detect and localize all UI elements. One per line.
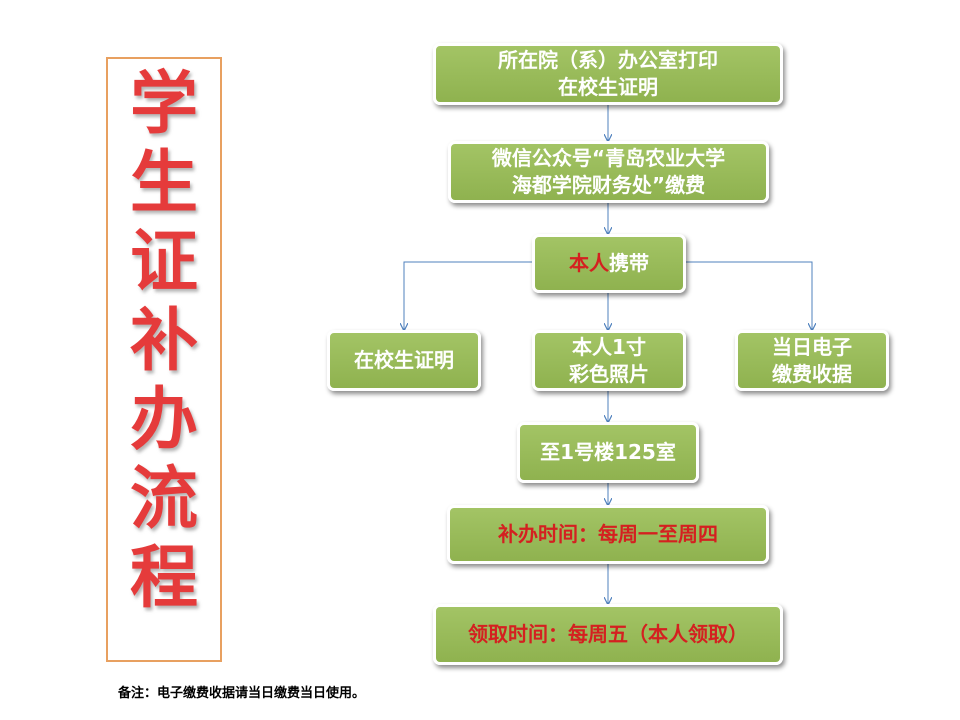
step-room: 至1号楼125室 — [517, 422, 699, 483]
title-char: 生 — [129, 143, 198, 223]
step-line: 在校生证明 — [354, 348, 454, 372]
step-line: 补办时间：每周一至周四 — [498, 522, 718, 546]
step-line: 彩色照片 — [569, 361, 649, 386]
highlight-self: 本人 — [569, 251, 609, 275]
step-line: 本人1寸 — [572, 334, 646, 359]
connector-bring-to-proof — [404, 261, 532, 330]
step-wechat-pay: 微信公众号“青岛农业大学 海都学院财务处”缴费 — [448, 141, 769, 203]
step-print-proof: 所在院（系）办公室打印 在校生证明 — [433, 43, 783, 105]
step-item-photo: 本人1寸 彩色照片 — [532, 330, 686, 391]
step-line: 缴费收据 — [772, 361, 852, 386]
step-line: 领取时间：每周五（本人领取） — [468, 622, 748, 646]
step-item-receipt: 当日电子 缴费收据 — [735, 330, 889, 391]
step-line: 至1号楼125室 — [540, 440, 676, 464]
step-pickup-time: 领取时间：每周五（本人领取） — [433, 604, 783, 665]
step-reissue-time: 补办时间：每周一至周四 — [447, 505, 769, 564]
page-title: 学 生 证 补 办 流 程 — [108, 65, 220, 618]
step-line: 当日电子 — [772, 334, 852, 359]
bring-rest: 携带 — [609, 251, 649, 275]
title-char: 办 — [129, 380, 198, 460]
step-bring: 本人携带 — [532, 234, 686, 293]
title-char: 补 — [129, 301, 198, 381]
step-line: 在校生证明 — [558, 75, 658, 99]
title-char: 流 — [129, 459, 198, 539]
step-line: 本人携带 — [569, 250, 649, 277]
step-line: 微信公众号“青岛农业大学 — [491, 146, 726, 170]
title-frame: 学 生 证 补 办 流 程 — [106, 57, 222, 662]
connector-bring-to-receipt — [686, 261, 812, 330]
step-line: 所在院（系）办公室打印 — [498, 48, 718, 72]
title-char: 学 — [129, 64, 198, 144]
title-char: 程 — [129, 538, 198, 618]
step-line: 海都学院财务处”缴费 — [511, 173, 706, 197]
step-item-proof: 在校生证明 — [327, 330, 481, 391]
footnote: 备注：电子缴费收据请当日缴费当日使用。 — [118, 686, 366, 701]
title-char: 证 — [129, 222, 198, 302]
